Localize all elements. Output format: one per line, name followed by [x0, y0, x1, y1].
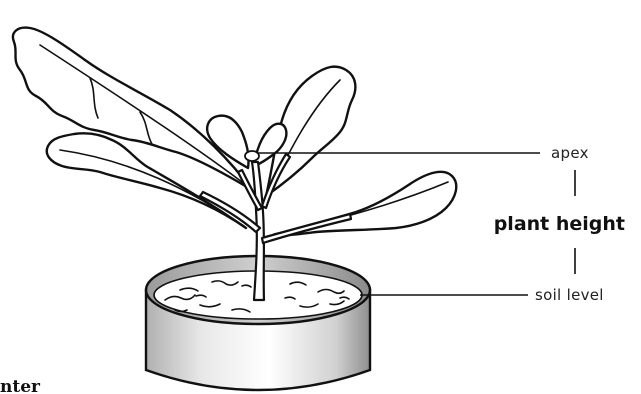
leaf-right [272, 172, 456, 236]
apex-label: apex [551, 144, 589, 162]
plant-height-label: plant height [494, 213, 625, 235]
soil-level-label: soil level [535, 286, 604, 304]
apex-bud [245, 151, 259, 161]
cut-off-caption: nter [0, 377, 41, 394]
